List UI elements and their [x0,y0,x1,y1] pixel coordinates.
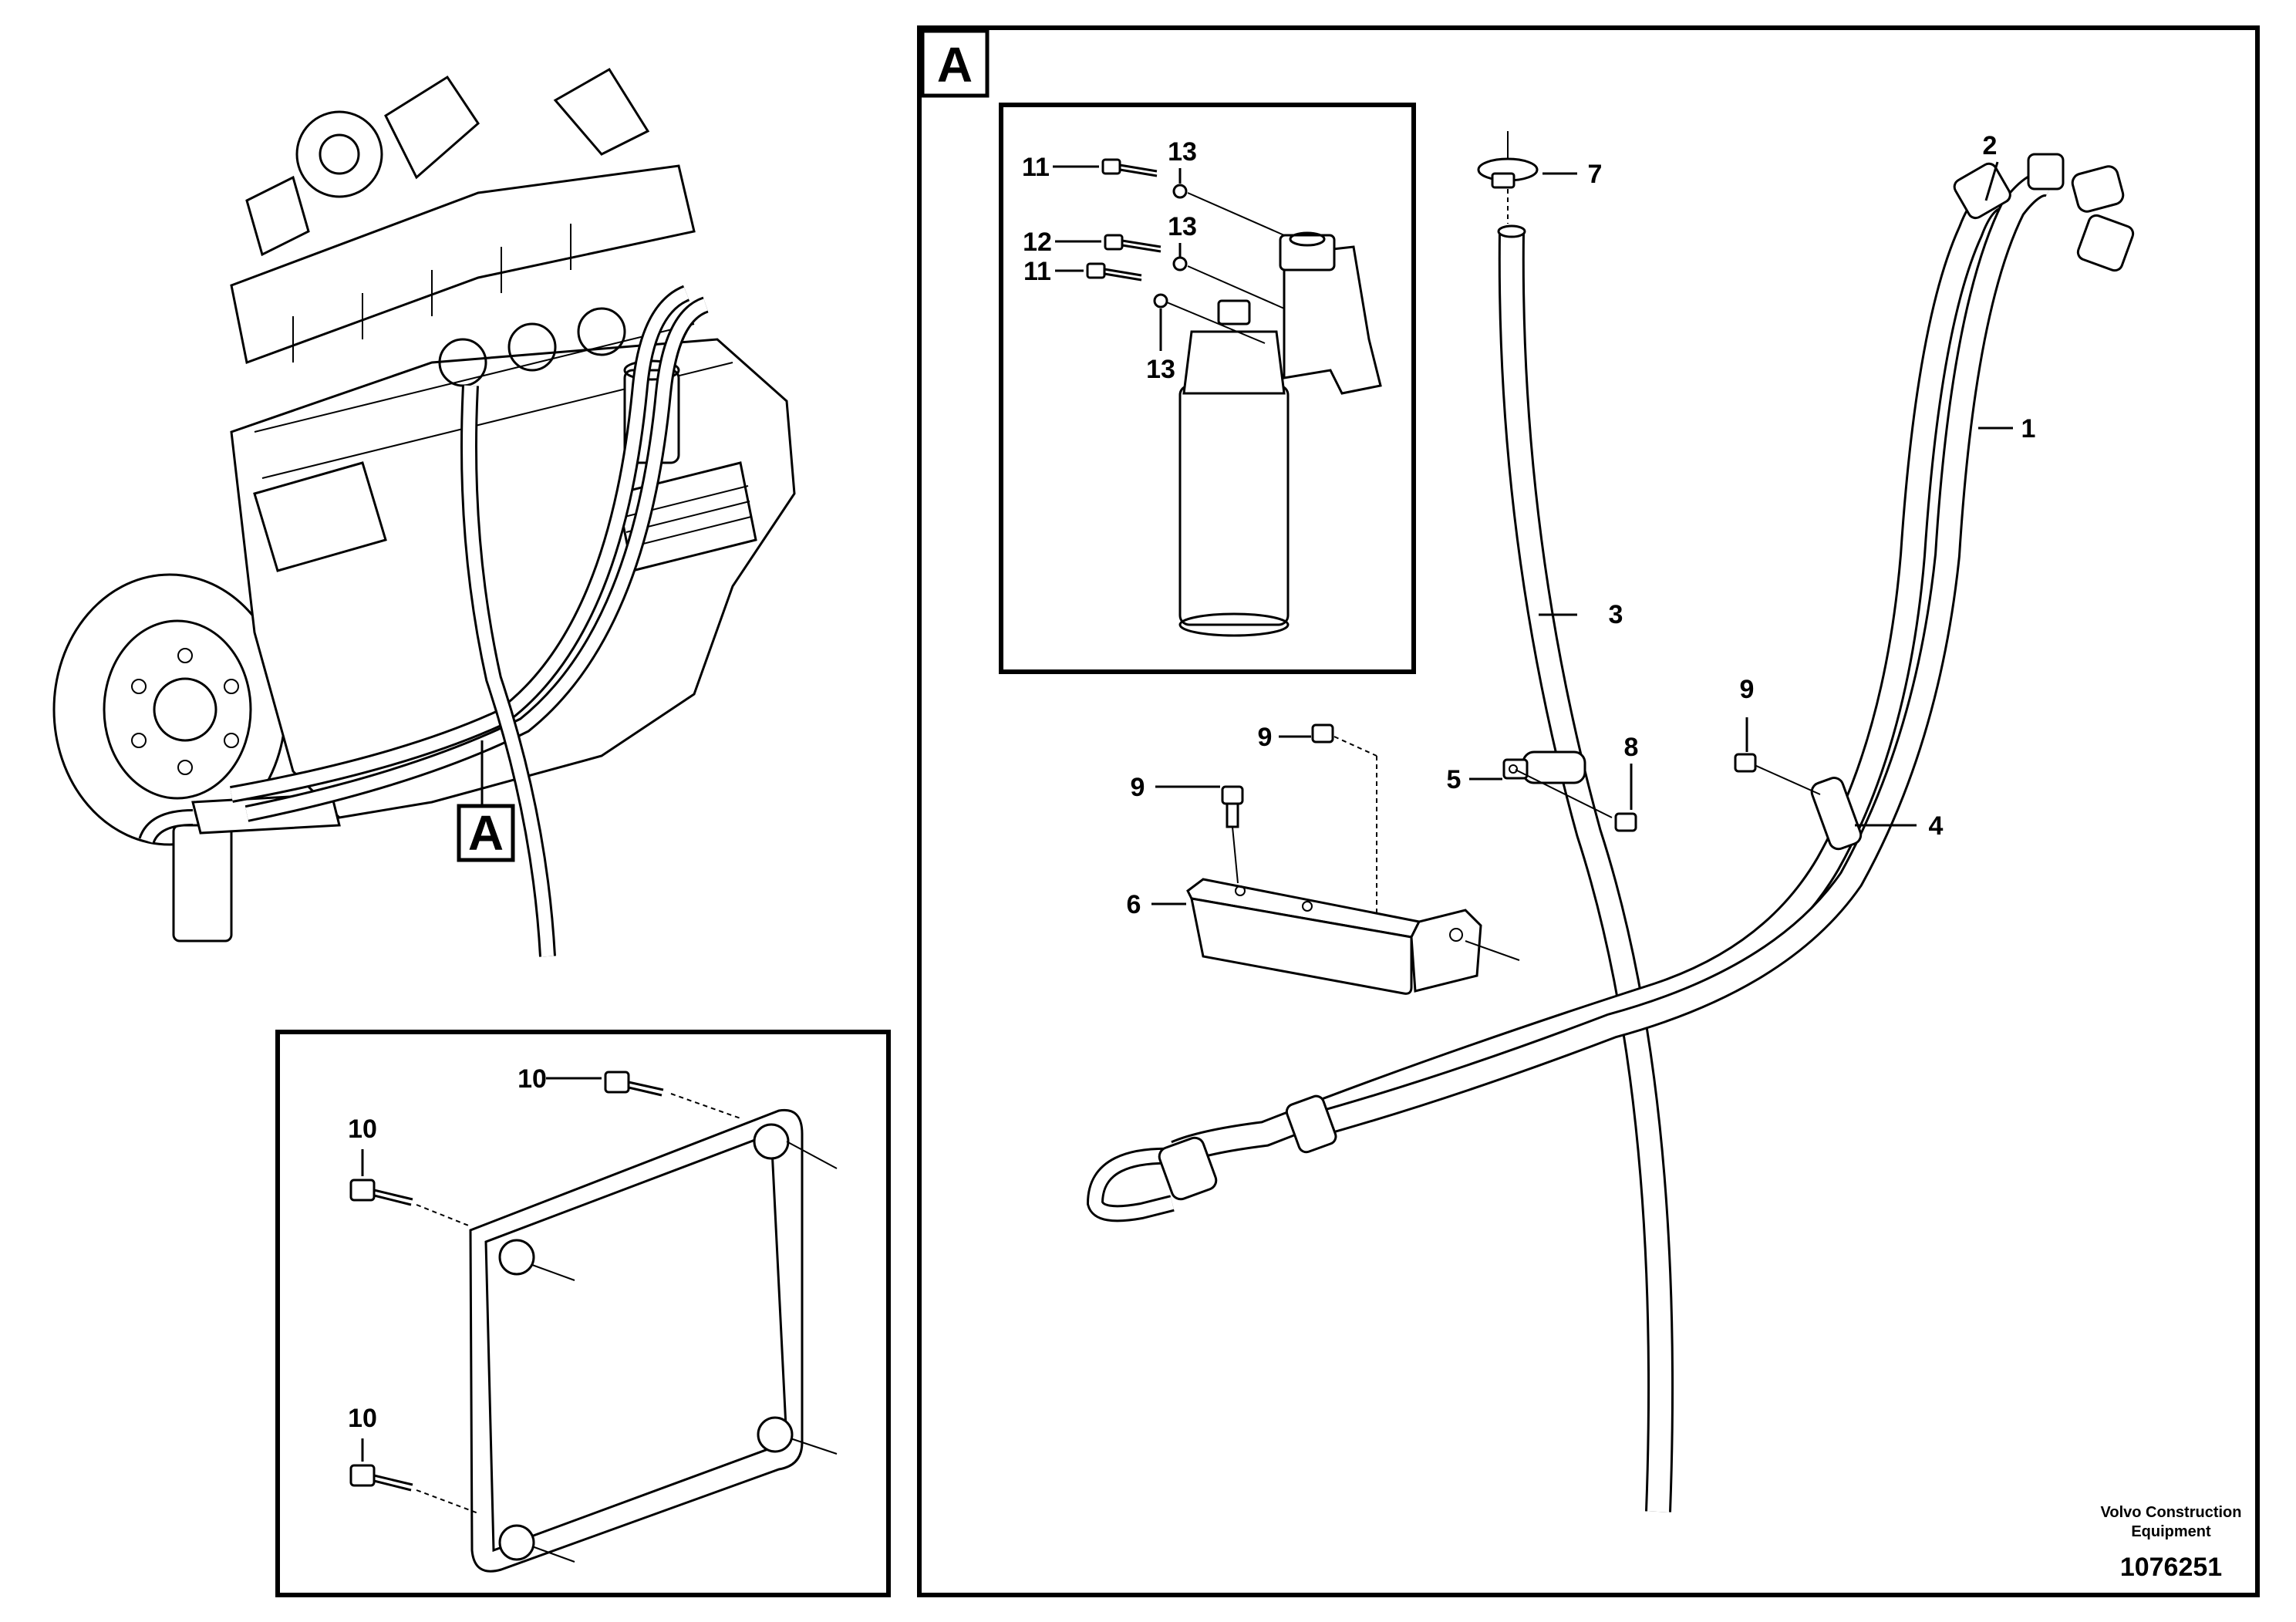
callout-2: 2 [1983,131,1998,160]
view-a-tag [920,29,990,98]
callout-9-top: 9 [1258,723,1273,752]
brand-line-1: Volvo Construction [2101,1504,2242,1521]
drawing-number: 1076251 [2120,1553,2222,1582]
bolt-9-top [1311,723,1377,914]
bracket-6 [1186,878,1520,995]
bolt-10-bottom [349,1464,479,1514]
callout-13-bottom: 13 [1146,355,1175,384]
washer-13-a [1172,184,1188,199]
clamp-5 [1502,750,1586,784]
bolt-8 [1515,769,1637,832]
callout-13-mid: 13 [1168,212,1197,241]
clamp-4 [1810,777,1863,851]
callout-1: 1 [2021,414,2036,443]
callout-6: 6 [1127,890,1141,919]
callout-10-left: 10 [348,1114,377,1144]
callout-10-bottom: 10 [348,1404,377,1433]
ecu-detail-frame [275,1030,891,1597]
view-a-frame [917,25,2260,1597]
callout-12: 12 [1023,228,1052,257]
hose-3 [1497,224,1674,1512]
bolt-11-top [1101,158,1158,177]
bolt-11-lower [1086,262,1142,282]
bolt-9-right [1734,753,1821,795]
callout-11-top: 11 [1022,153,1050,182]
callout-9-right: 9 [1740,675,1755,704]
callout-7: 7 [1588,160,1603,189]
callout-9-left: 9 [1131,773,1145,802]
washer-13-c [1153,293,1168,309]
view-a-flag: A [468,805,504,861]
washer-13-b [1172,256,1188,271]
callout-10-top: 10 [518,1064,547,1094]
view-a-title: A [937,37,973,93]
callout-13-top: 13 [1168,137,1197,167]
bolt-10-top [604,1071,741,1119]
callout-11-lower: 11 [1023,257,1051,286]
bolt-12 [1104,234,1161,253]
hose-2 [1307,170,2058,1139]
brand-line-2: Equipment [2131,1523,2211,1540]
callout-3: 3 [1609,600,1623,629]
callout-5: 5 [1447,765,1462,794]
hose-clamp-7 [1477,131,1539,224]
callout-8: 8 [1624,733,1639,762]
callout-4: 4 [1929,811,1944,841]
bolt-10-left [349,1179,471,1227]
hose-end-fittings [1086,153,2135,1222]
filter-detail-illustration [1086,158,1382,637]
engine-overview-illustration: A [52,67,796,957]
ecu-detail-illustration [349,1071,838,1573]
filter-detail-frame [999,103,1416,674]
bolt-9-left [1221,785,1244,884]
